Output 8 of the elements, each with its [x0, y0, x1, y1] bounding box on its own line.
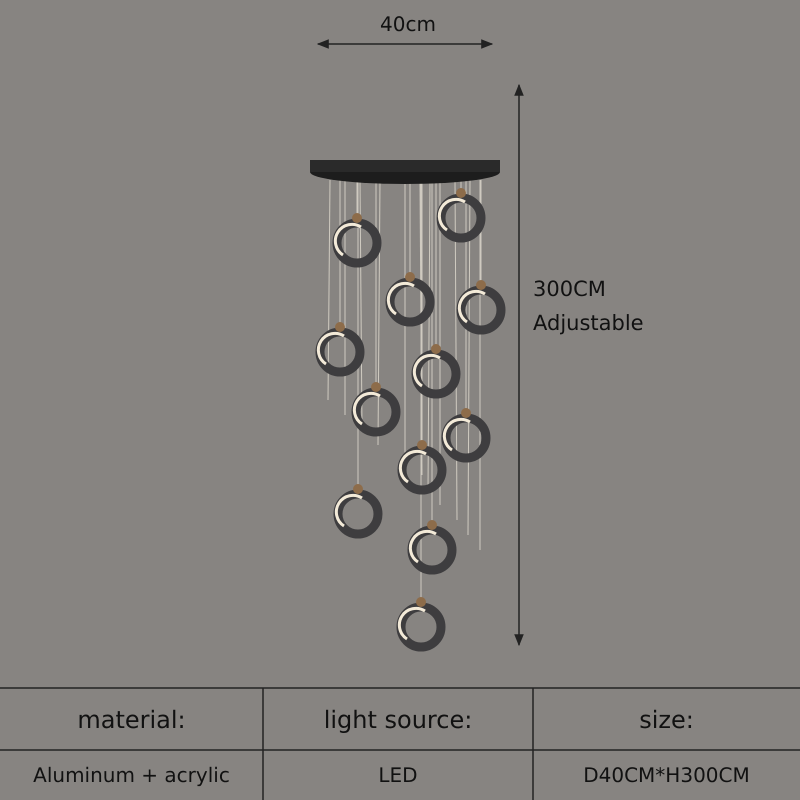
table-cell: Aluminum + acrylic [33, 763, 230, 787]
dimension-label: 40cm [380, 12, 436, 36]
table-cell: D40CM*H300CM [583, 763, 750, 787]
table-cell: LED [378, 763, 418, 787]
dimension-label: 300CM Adjustable [533, 276, 645, 337]
table-header: size: [639, 706, 694, 734]
table-header: material: [77, 706, 186, 734]
table-header: light source: [324, 706, 472, 734]
